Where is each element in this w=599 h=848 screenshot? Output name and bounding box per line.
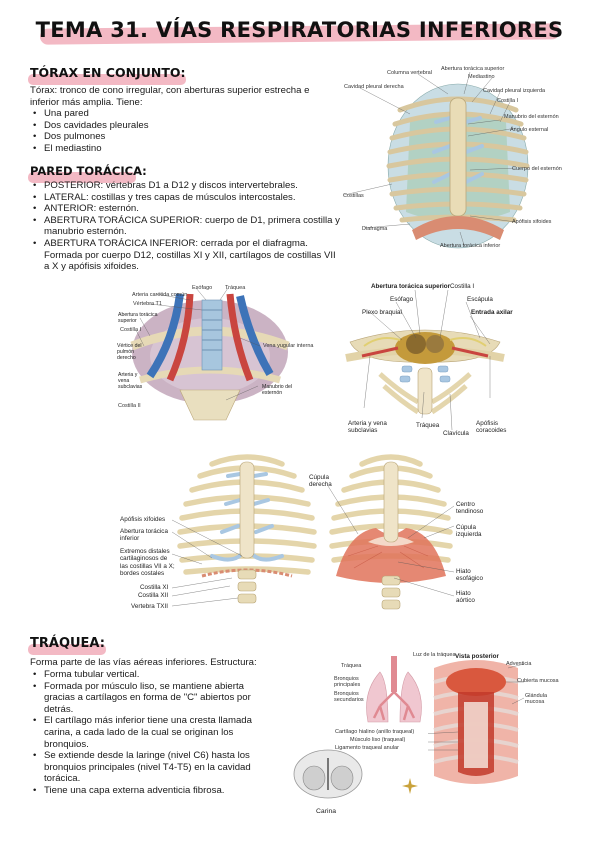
figure-label: Hiato esofágico (456, 568, 483, 583)
figure-label: Escápula (467, 296, 493, 303)
figure-label: Costilla I (450, 283, 475, 290)
thoracic-inlet-figure (345, 289, 505, 430)
figure-label: Manubrio del esternón (504, 114, 559, 120)
figure-label: Diafragma (362, 226, 388, 232)
figure-label: Tráquea (225, 285, 246, 291)
page-title: TEMA 31. VÍAS RESPIRATORIAS INFERIORES (35, 18, 564, 42)
list-item: Tiene una capa externa adventicia fibros… (30, 785, 270, 797)
figure-label: Arteria carótida común (132, 292, 188, 298)
list-item: POSTERIOR: vértebras D1 a D12 y discos i… (30, 180, 342, 192)
superior-aperture-figure (130, 287, 290, 421)
figure-label: Columna vertebral (387, 70, 432, 76)
carina-figure (293, 749, 363, 799)
torax-heading: TÓRAX EN CONJUNTO: (30, 65, 186, 80)
list-item: Una pared (30, 108, 320, 120)
figure-label: Costilla XII (138, 592, 169, 599)
traquea-list: Forma tubular vertical. Formada por músc… (30, 669, 270, 797)
traquea-heading: TRÁQUEA: (30, 636, 105, 651)
pared-heading: PARED TORÁCICA: (30, 164, 147, 178)
figure-label: Ligamento traqueal anular (335, 745, 399, 751)
figure-label: Vista posterior (455, 653, 499, 660)
figure-label: Abertura torácica superior (371, 283, 451, 290)
pared-list: POSTERIOR: vértebras D1 a D12 y discos i… (30, 180, 342, 273)
figure-label: Manubrio del esternón (262, 384, 292, 396)
figure-label: Costillas (343, 193, 364, 199)
figure-label: Glándula mucosa (525, 693, 548, 705)
section-highlight (28, 172, 136, 183)
figure-label: Abertura torácica superior (441, 66, 505, 72)
inferior-aperture-figure (172, 454, 317, 607)
list-item: Dos cavidades pleurales (30, 120, 320, 132)
figure-label: Entrada axilar (471, 309, 513, 316)
figure-label: Bronquios principales (334, 676, 361, 688)
list-item: El cartílago más inferior tiene una cres… (30, 715, 270, 750)
figure-label: Cúpula derecha (309, 474, 332, 489)
figure-label: Abertura torácica superior (118, 312, 158, 324)
figure-label: Ángulo esternal (510, 127, 549, 133)
figure-label: Costilla I (120, 327, 142, 333)
figure-label: Extremos distales cartilaginosos de las … (120, 548, 175, 578)
figure-label: Arteria y vena subclavias (348, 420, 387, 435)
figure-label: Cavidad pleural izquierda (483, 88, 546, 94)
list-item: ABERTURA TORÁCICA SUPERIOR: cuerpo de D1… (30, 215, 342, 238)
figure-label: Abertura torácica inferior (120, 528, 168, 543)
figure-label: Carina (316, 808, 337, 815)
figure-label: Cúpula izquierda (456, 524, 482, 539)
list-item: Formada por músculo liso, se mantiene ab… (30, 681, 270, 716)
figure-label: Luz de la tráquea (413, 652, 456, 658)
figure-label: Apófisis xifoides (120, 516, 166, 523)
list-item: El mediastino (30, 143, 320, 155)
figure-label: Hiato aórtico (456, 590, 475, 605)
figure-label: Vértebra T1 (133, 301, 162, 307)
trachea-lungs-figure (366, 656, 422, 723)
section-highlight (28, 74, 186, 85)
figure-label: Esófago (390, 296, 414, 303)
figure-label: Costilla XI (140, 584, 169, 591)
figure-label: Vértice del pulmón derecho (117, 343, 142, 361)
list-item: ABERTURA TORÁCICA INFERIOR: cerrada por … (30, 238, 342, 273)
list-item: Forma tubular vertical. (30, 669, 270, 681)
figure-label: Costilla I (497, 98, 519, 104)
figure-label: Cartílago hialino (anillo traqueal) (335, 729, 415, 735)
figure-label: Cubierta mucosa (517, 678, 559, 684)
figure-label: Plexo braquial (362, 309, 402, 316)
figure-label: Bronquios secundarios (334, 691, 364, 703)
figure-label: Esófago (192, 285, 213, 291)
figure-label: Músculo liso (traqueal) (350, 737, 406, 743)
torax-intro: Tórax: tronco de cono irregular, con abe… (30, 85, 310, 108)
compass-icon (402, 778, 418, 794)
figure-label: Clavícula (443, 430, 469, 437)
figure-label: Tráquea (416, 422, 440, 429)
figure-label: Tráquea (341, 663, 362, 669)
figure-label: Apófisis xifoides (512, 219, 552, 225)
figure-label: Adventicia (506, 661, 532, 667)
figure-label: Costilla II (118, 403, 141, 409)
list-item: Se extiende desde la laringe (nivel C6) … (30, 750, 270, 785)
trachea-section-figure (428, 660, 524, 784)
list-item: ANTERIOR: esternón. (30, 203, 342, 215)
torax-list: Una pared Dos cavidades pleurales Dos pu… (30, 108, 320, 154)
figure-label: Apófisis coracoides (476, 420, 507, 435)
figure-label: Vena yugular interna (263, 343, 314, 349)
thorax-overview-figure (343, 71, 530, 249)
figure-label: Vertebra TXII (131, 603, 168, 610)
list-item: LATERAL: costillas y tres capas de múscu… (30, 192, 342, 204)
traquea-intro: Forma parte de las vías aéreas inferiore… (30, 657, 257, 668)
figure-label: Arteria y vena subclavias (118, 372, 143, 390)
figure-label: Abertura torácica inferior (440, 243, 501, 249)
figure-label: Cuerpo del esternón (512, 166, 562, 172)
figure-label: Mediastino (468, 74, 495, 80)
diaphragm-figure (328, 454, 454, 610)
figure-label: Cavidad pleural derecha (344, 84, 404, 90)
figure-label: Centro tendinoso (456, 501, 484, 516)
section-highlight (28, 644, 106, 655)
list-item: Dos pulmones (30, 131, 320, 143)
